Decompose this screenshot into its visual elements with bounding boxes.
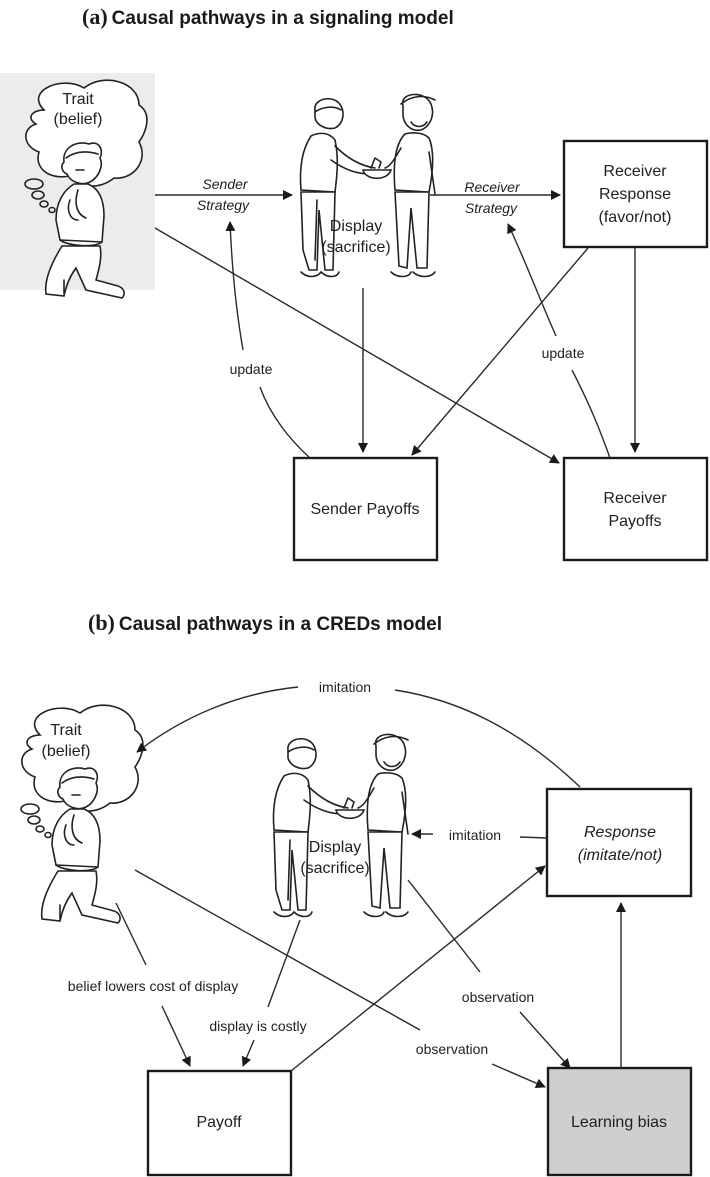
payoff-label: Payoff (196, 1114, 242, 1131)
imitation-mid-tail (519, 836, 548, 839)
display-label-a-line2: (sacrifice) (321, 239, 390, 256)
sender-payoffs-label: Sender Payoffs (310, 501, 419, 518)
sender-strategy-line2: Strategy (197, 197, 250, 213)
response-line2: (imitate/not) (578, 847, 662, 864)
panel-b-title-text: Causal pathways in a CREDs model (118, 614, 442, 635)
observation-2-upper-line (134, 869, 421, 1031)
display-label-b-line2: (sacrifice) (300, 860, 369, 877)
receiver-response-line1: Receiver (603, 163, 667, 180)
response-box (545, 787, 693, 898)
belief-cost-lower-arrow (161, 1005, 191, 1067)
imitation-top-right-curve (394, 689, 581, 788)
trait-label-b-line1: Trait (50, 722, 82, 739)
payoff-to-response-arrow (290, 865, 546, 1072)
receiver-response-line3: (favor/not) (599, 209, 672, 226)
display-costly-upper-line (267, 919, 301, 1008)
panel-a-title: (a)Causal pathways in a signaling model (82, 4, 454, 30)
receiver-payoffs-line1: Receiver (603, 490, 667, 507)
observation-2-lower-arrow (491, 1063, 546, 1089)
response-to-sender-payoffs-arrow (411, 247, 589, 456)
trait-label-b-line2: (belief) (42, 743, 91, 760)
update-right-lower-curve (571, 369, 611, 459)
trait-to-receiver-payoffs-arrow (154, 227, 560, 464)
display-costly-lower-arrow (241, 1039, 255, 1067)
trait-label-a-line1: Trait (62, 91, 94, 108)
display-is-costly-label: display is costly (209, 1018, 306, 1034)
update-left-upper-curve (225, 221, 244, 351)
display-label-b-line1: Display (309, 839, 361, 856)
sender-payoffs-box (292, 456, 439, 562)
observation-1-label: observation (462, 989, 534, 1005)
observation-1-lower-arrow (519, 1011, 571, 1069)
belief-lowers-cost-label: belief lowers cost of display (68, 978, 238, 994)
payoff-box (146, 1069, 293, 1177)
update-left-lower-curve (259, 386, 311, 459)
observation-2-label: observation (416, 1041, 488, 1057)
panel-a-title-text: Causal pathways in a signaling model (111, 8, 454, 29)
receiver-response-box (562, 139, 709, 249)
update-right-label: update (542, 345, 585, 361)
belief-cost-upper-line (115, 902, 147, 966)
kneeling-person-figure-b (20, 704, 144, 924)
display-label-a-line1: Display (330, 218, 382, 235)
update-right-upper-curve (507, 223, 557, 337)
display-figures-b (272, 733, 409, 918)
update-left-label: update (230, 361, 273, 377)
receiver-response-line2: Response (599, 186, 671, 203)
receiver-payoffs-box (562, 456, 709, 562)
panel-b-title: (b)Causal pathways in a CREDs model (88, 610, 442, 636)
learning-bias-label: Learning bias (571, 1114, 667, 1131)
learning-bias-box (546, 1066, 693, 1177)
trait-label-a-line2: (belief) (54, 111, 103, 128)
panel-b-letter: (b) (88, 610, 115, 635)
imitation-top-label: imitation (319, 679, 371, 695)
sender-strategy-line1: Sender (202, 176, 248, 192)
observation-1-upper-line (407, 879, 481, 973)
receiver-strategy-line2: Strategy (465, 200, 518, 216)
receiver-payoffs-line2: Payoffs (608, 513, 661, 530)
panel-a-letter: (a) (82, 4, 108, 29)
imitation-mid-label: imitation (449, 827, 501, 843)
imitation-top-left-curve (136, 686, 299, 753)
receiver-strategy-line1: Receiver (464, 179, 521, 195)
response-line1: Response (584, 824, 656, 841)
